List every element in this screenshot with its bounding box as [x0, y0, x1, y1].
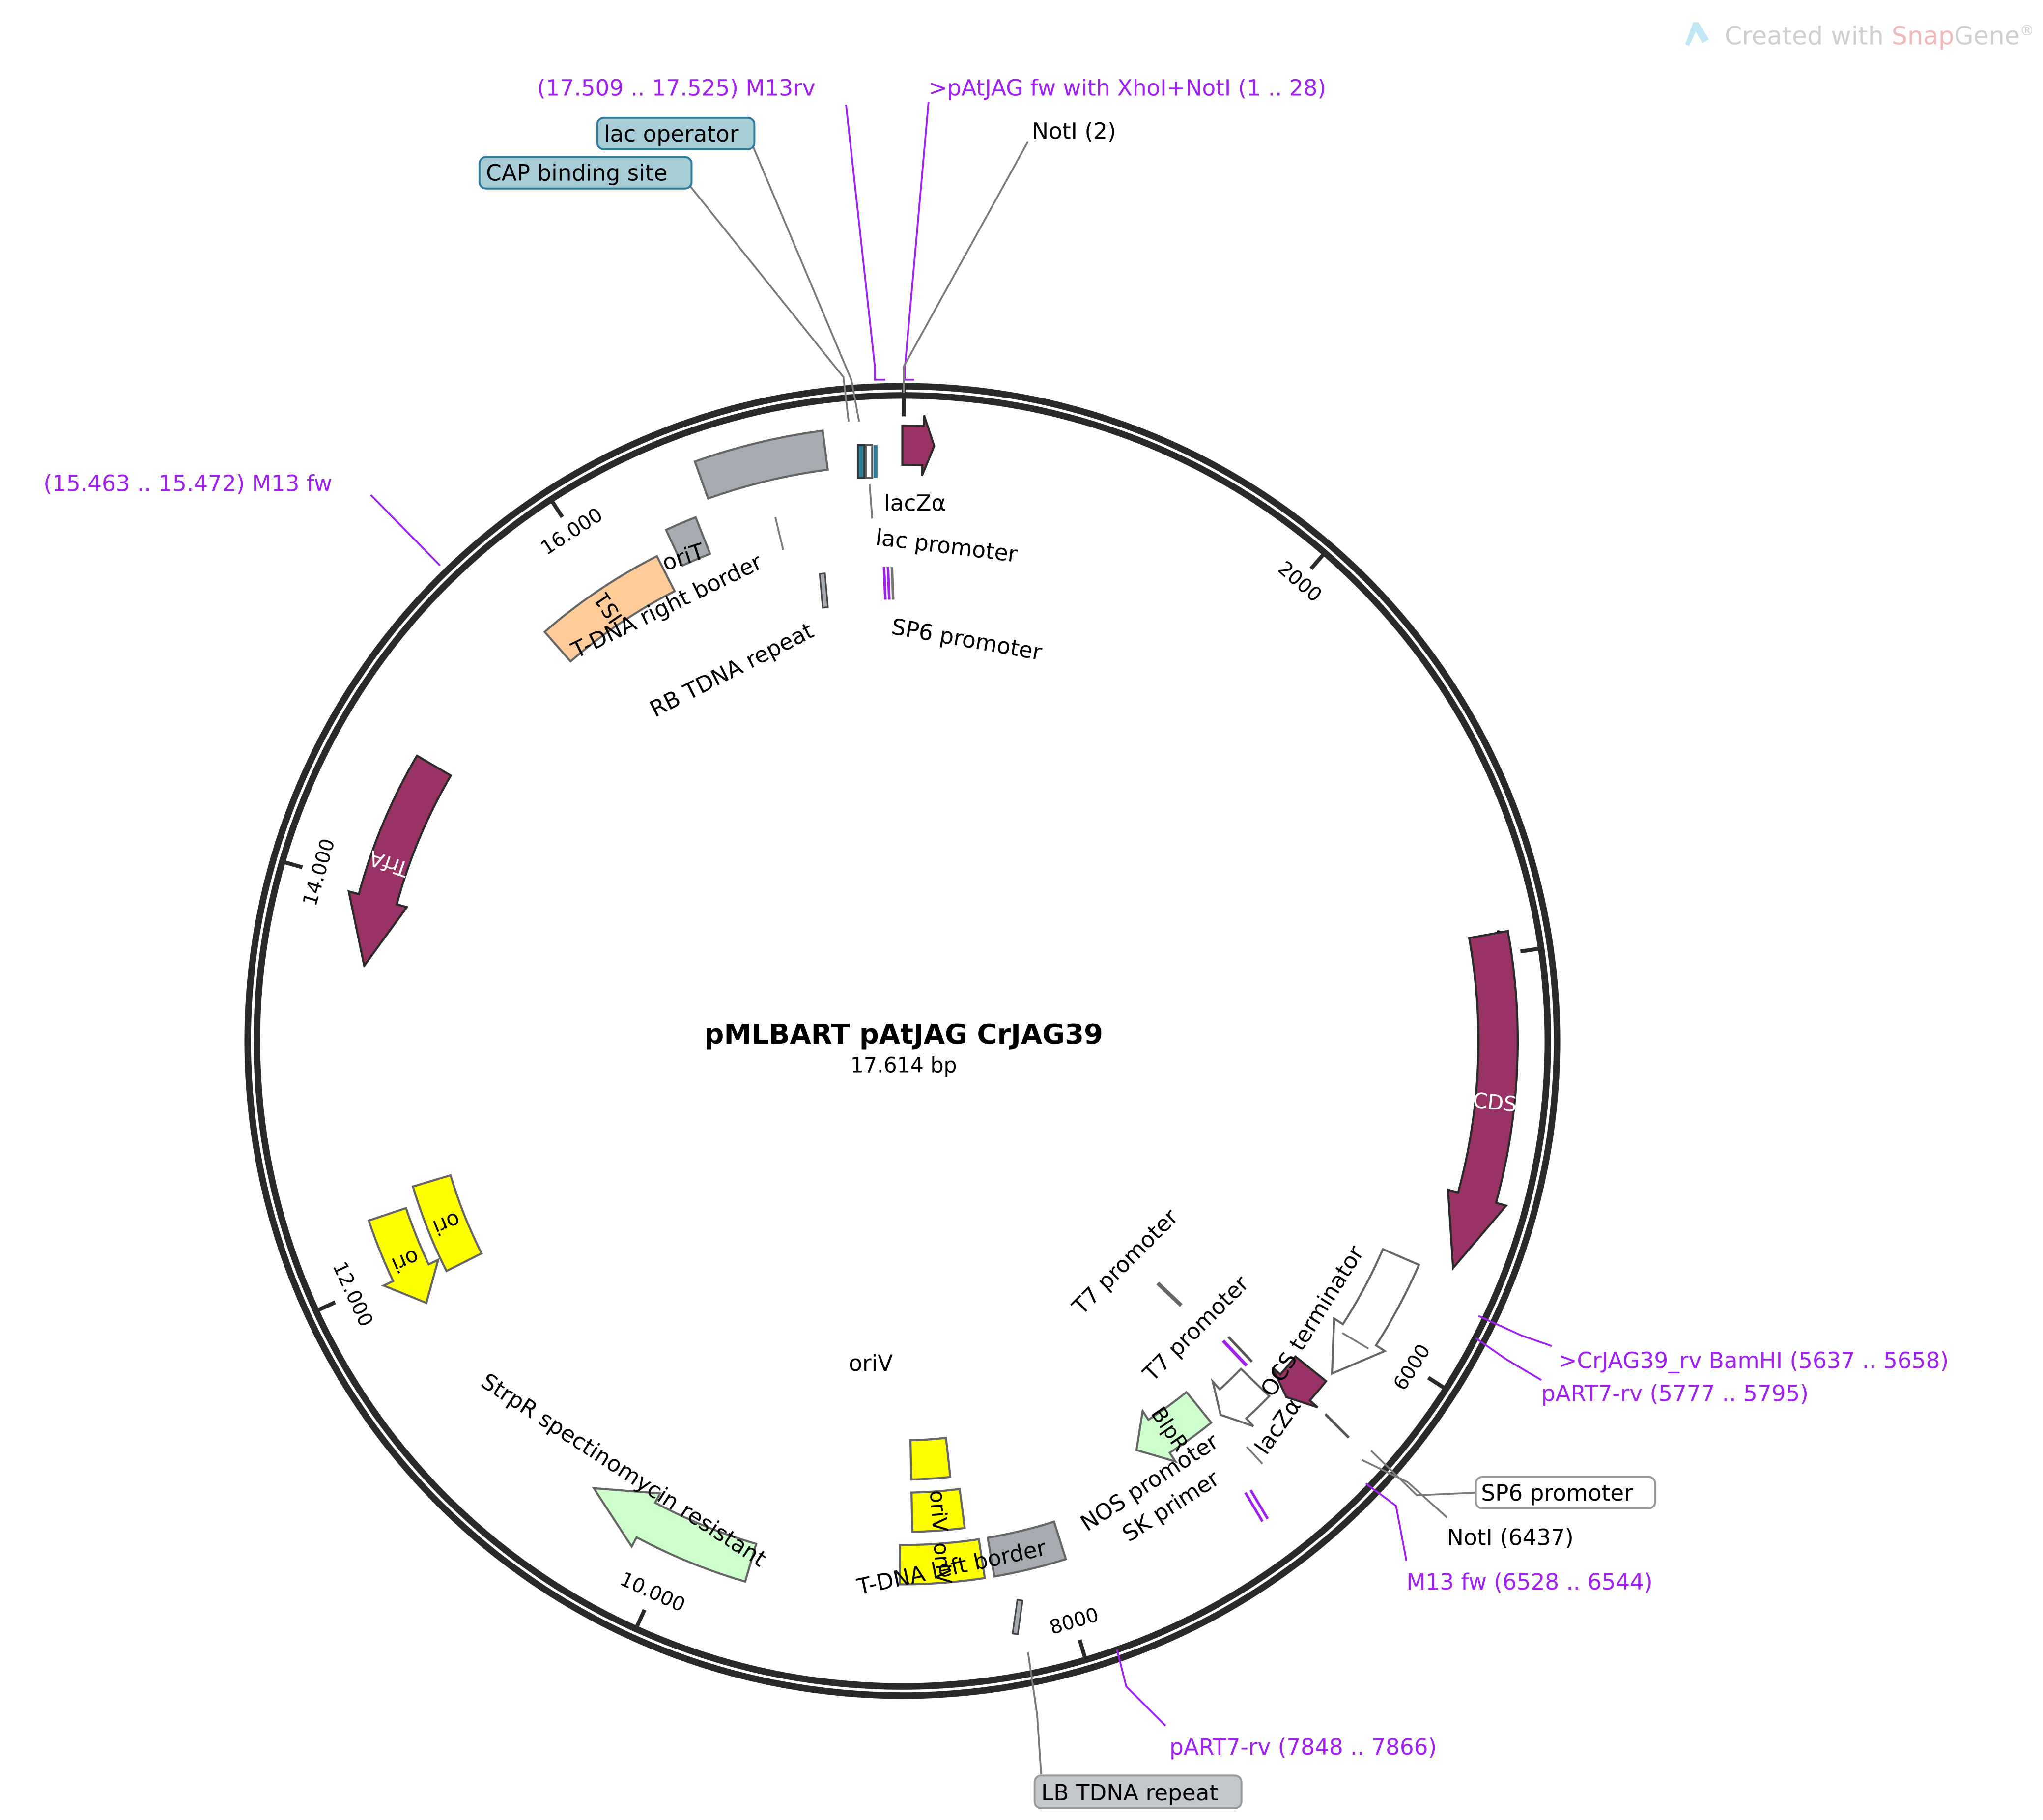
snapgene-watermark: Created with SnapGene®: [1685, 22, 2034, 51]
leader-lines: [370, 102, 1552, 1774]
tick-mark: [284, 860, 303, 870]
feature-label-lacz-top[interactable]: lacZα: [884, 490, 946, 516]
feature-ori[interactable]: [411, 1174, 483, 1273]
primer-label-m13rv[interactable]: (17.509 .. 17.525) M13rv: [537, 75, 815, 101]
lb-tdna-repeat-mark[interactable]: [1012, 1599, 1023, 1635]
feature-label-inside: oriV: [925, 1489, 952, 1533]
feature-oriv[interactable]: [909, 1437, 952, 1481]
tick-label: 10.000: [617, 1568, 688, 1617]
primer-label-m13fw-bottom[interactable]: M13 fw (6528 .. 6544): [1406, 1569, 1652, 1595]
primer-label-part7-rv-b[interactable]: pART7-rv (7848 .. 7866): [1169, 1734, 1437, 1760]
lb-tdna-repeat-label: LB TDNA repeat: [1041, 1780, 1218, 1806]
feature-label-oriv[interactable]: oriV: [849, 1350, 893, 1376]
feature-label-t7-promoter-2[interactable]: T7 promoter: [1137, 1270, 1254, 1387]
tick-mark: [1078, 1639, 1087, 1658]
tick-mark: [1309, 553, 1325, 570]
plasmid-name: pMLBART pAtJAG CrJAG39: [704, 1019, 1103, 1051]
sp6-promoter-mark-3: [890, 567, 895, 600]
feature-ori[interactable]: [367, 1206, 440, 1305]
t7-promoter-mark-2b: [1227, 1336, 1253, 1363]
primer-label-m13fw-top[interactable]: (15.463 .. 15.472) M13 fw: [43, 470, 332, 496]
primer-label-crjag39-rv[interactable]: >CrJAG39_rv BamHI (5637 .. 5658): [1559, 1348, 1949, 1374]
tick-label: 16.000: [537, 504, 607, 560]
feature-lacz-[interactable]: [1271, 1355, 1328, 1409]
feature-lacz-[interactable]: [901, 415, 936, 476]
feature-cds[interactable]: [1447, 930, 1519, 1271]
tick-mark: [635, 1609, 647, 1627]
tick-mark: [1427, 1376, 1445, 1390]
cap-binding-site-mark[interactable]: [856, 444, 866, 479]
sp6-promoter-mark-2: [886, 567, 891, 600]
lacz-mark: [1324, 1413, 1350, 1439]
lac-operator-mark[interactable]: [864, 444, 874, 479]
cap-binding-site-label: CAP binding site: [486, 160, 667, 186]
t7-promoter-mark-1[interactable]: [1156, 1281, 1183, 1307]
feature-t-dna-right-border[interactable]: [693, 429, 829, 500]
tick-mark: [1520, 946, 1539, 954]
lb-tdna-repeat-box[interactable]: LB TDNA repeat: [1033, 1774, 1243, 1810]
tick-mark: [550, 500, 564, 518]
feature-label-inside: oriV: [929, 1541, 956, 1585]
feature-orit[interactable]: [664, 515, 711, 567]
tick-mark: [317, 1300, 336, 1312]
feature-label-strpr[interactable]: StrpR spectinomycin resistant: [477, 1368, 771, 1572]
feature-label-sp6-promoter[interactable]: SP6 promoter: [890, 613, 1044, 665]
tick-label: 2000: [1274, 557, 1326, 606]
sk-primer-mark[interactable]: [1244, 1492, 1264, 1522]
feature-strpr-spectinomycin-resistant[interactable]: [592, 1487, 758, 1583]
feature-nos-promoter[interactable]: [1211, 1367, 1271, 1427]
sp6-promoter-mark[interactable]: [882, 567, 887, 600]
feature-blpr[interactable]: [1135, 1391, 1213, 1464]
feature-label-orit[interactable]: oriT: [659, 538, 708, 576]
snapgene-logo-icon: [1685, 22, 1709, 46]
feature-label-t7-promoter-1[interactable]: T7 promoter: [1067, 1203, 1183, 1320]
tick-label: 6000: [1389, 1340, 1435, 1394]
site-label-noti-6437[interactable]: NotI (6437): [1447, 1524, 1574, 1550]
tick-label: 8000: [1047, 1603, 1102, 1639]
t7-promoter-mark-2[interactable]: [1221, 1339, 1248, 1367]
sp6-promoter-box[interactable]: SP6 promoter: [1475, 1476, 1656, 1509]
feature-label-lac-promoter[interactable]: lac promoter: [874, 524, 1019, 568]
watermark-text: Created with SnapGene®: [1725, 22, 2034, 51]
lac-operator-label: lac operator: [604, 121, 739, 147]
feature-t-dna-left-border[interactable]: [986, 1520, 1068, 1578]
top-small-features: [819, 444, 1350, 1635]
lac-promoter-mark[interactable]: [873, 445, 878, 478]
tick-label: 12.000: [328, 1258, 377, 1330]
site-label-noti-2[interactable]: NotI (2): [1032, 118, 1116, 144]
feature-label-inside: CDS: [1472, 1088, 1518, 1117]
primer-label-patjag-fw[interactable]: >pAtJAG fw with XhoI+NotI (1 .. 28): [929, 75, 1326, 101]
sp6-promoter-box-label: SP6 promoter: [1481, 1480, 1633, 1506]
plasmid-length: 17.614 bp: [851, 1053, 957, 1078]
primer-label-part7-rv-a[interactable]: pART7-rv (5777 .. 5795): [1541, 1380, 1809, 1406]
outer-labels: (17.509 .. 17.525) M13rv >pAtJAG fw with…: [43, 75, 1949, 1810]
rb-tdna-repeat-mark[interactable]: [819, 572, 829, 609]
feature-is1[interactable]: [543, 555, 676, 663]
cap-binding-site-box[interactable]: CAP binding site: [478, 156, 693, 190]
tick-label: 14.000: [299, 836, 340, 908]
feature-ocs-terminator[interactable]: [1331, 1248, 1420, 1375]
sk-primer-mark-2: [1249, 1489, 1269, 1520]
feature-label-rb-tdna-repeat[interactable]: RB TDNA repeat: [646, 618, 818, 723]
feature-oriv[interactable]: [899, 1538, 986, 1586]
feature-oriv[interactable]: [910, 1488, 966, 1533]
feature-trfa[interactable]: [347, 754, 453, 968]
lac-operator-box[interactable]: lac operator: [596, 116, 756, 150]
